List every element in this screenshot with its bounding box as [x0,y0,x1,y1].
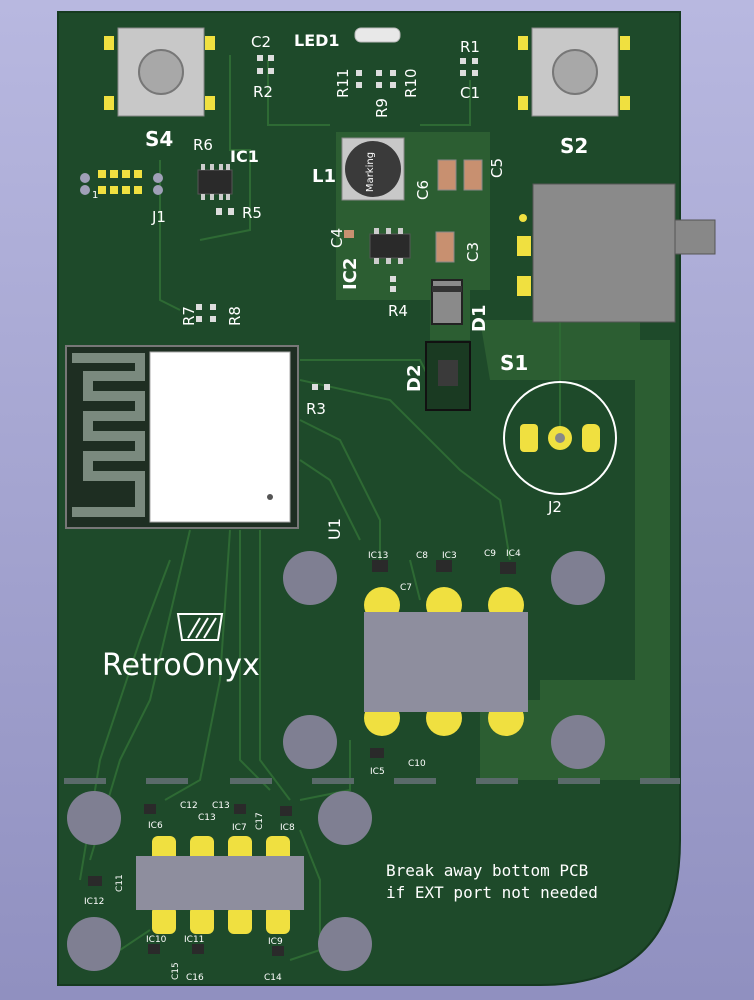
label-ic8: IC8 [280,823,295,833]
logo-text: RetroOnyx [102,648,260,683]
label-l1: L1 [312,166,336,187]
label-r10: R10 [402,68,420,98]
label-r4: R4 [388,302,408,320]
label-c1: C1 [460,84,480,102]
led1: LED1 [294,27,401,50]
label-c10: C10 [408,759,426,769]
mounting-holes [67,551,605,971]
label-c3: C3 [464,242,482,262]
label-ic9: IC9 [268,937,283,947]
breakaway-line [64,778,680,784]
label-c15: C15 [171,962,181,980]
label-c8: C8 [416,551,428,561]
label-j2: J2 [547,498,562,516]
label-ic7: IC7 [232,823,247,833]
label-ic13: IC13 [368,551,388,561]
header-j1: 1 J1 [80,170,166,226]
label-r8: R8 [226,306,244,326]
label-ic3: IC3 [442,551,457,561]
retroonyx-logo: RetroOnyx [102,613,260,683]
label-s4: S4 [145,127,173,151]
label-r5: R5 [242,204,262,222]
diode-d1: D1 [431,279,490,332]
label-led1: LED1 [294,31,340,50]
label-u1: U1 [325,518,344,540]
module-u1: U1 R3 R7 R8 [65,304,344,540]
label-r1: R1 [460,38,480,56]
caps-c5-c6: C6 C5 [414,158,506,200]
ext-port: IC6 C12 C13 IC7 C17 IC8 C11 IC12 IC10 IC… [84,801,304,983]
label-c2: C2 [251,33,271,51]
label-c4: C4 [328,228,346,248]
label-ic5: IC5 [370,767,385,777]
switch-s1: S1 [500,183,716,375]
label-c16: C16 [186,973,204,983]
label-c7: C7 [400,583,412,593]
label-ic10: IC10 [146,935,167,945]
ic1: IC1 R6 R5 [193,136,262,222]
label-r3: R3 [306,400,326,418]
controller-port: IC13 C8 IC3 C9 IC4 C7 IC5 C10 [364,549,528,777]
label-ic6: IC6 [148,821,163,831]
label-j1-pin: 1 [92,190,98,201]
label-r7: R7 [180,306,198,326]
button-s4: S4 [104,27,215,151]
label-j1: J1 [151,208,166,226]
label-c11: C11 [115,874,125,892]
label-ic2: IC2 [340,258,361,290]
label-d1: D1 [469,305,490,332]
diode-d2: D2 [404,341,471,411]
label-s2: S2 [560,134,588,158]
label-r11: R11 [334,68,352,98]
label-s1: S1 [500,351,528,375]
connector-j2: J2 [503,381,617,516]
label-d2: D2 [404,365,425,392]
inductor-l1: Marking L1 [312,137,405,201]
antenna-trace [72,353,145,517]
passives-top [257,55,478,88]
label-c6: C6 [414,180,432,200]
label-r6: R6 [193,136,213,154]
label-c13-a: C13 [212,801,230,811]
label-c17: C17 [255,812,265,830]
label-c9: C9 [484,549,496,559]
label-ic12: IC12 [84,897,104,907]
label-ic1: IC1 [230,147,259,166]
label-ic11: IC11 [184,935,204,945]
ic2: C4 IC2 R4 [328,228,411,320]
note-line-1: Break away bottom PCB [386,861,588,880]
label-c13-b: C13 [198,813,216,823]
label-c5: C5 [488,158,506,178]
label-r2: R2 [253,83,273,101]
label-c14: C14 [264,973,282,983]
label-r9: R9 [373,98,391,118]
note-line-2: if EXT port not needed [386,883,598,902]
button-s2: S2 [518,27,630,158]
label-ic4: IC4 [506,549,521,559]
label-c12: C12 [180,801,198,811]
cap-c3: C3 [435,231,482,263]
label-l1-marking: Marking [365,152,376,192]
